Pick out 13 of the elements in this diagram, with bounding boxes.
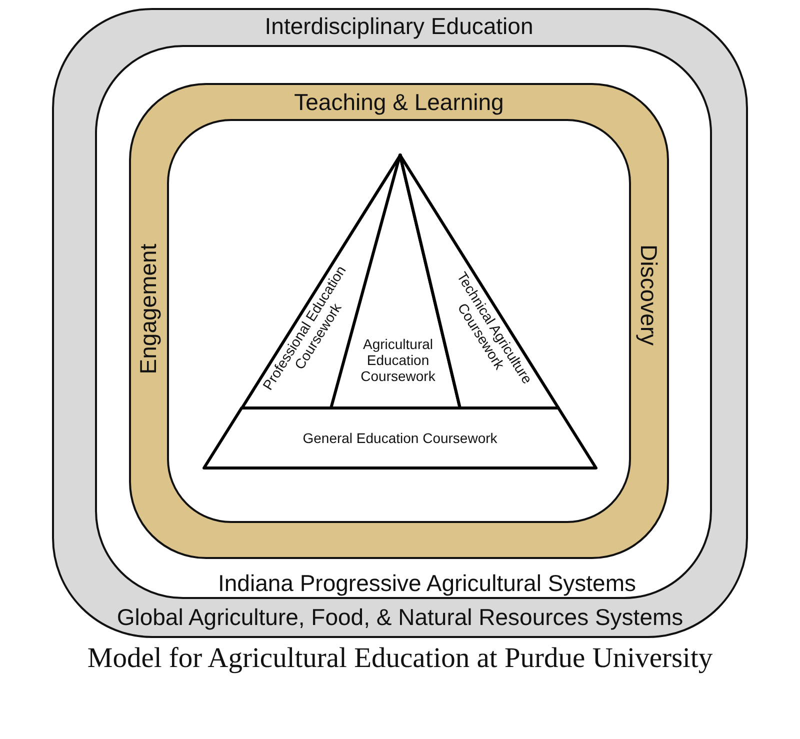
outer-ring-panel bbox=[52, 8, 748, 638]
middle-ring-panel bbox=[95, 45, 712, 599]
core-panel bbox=[167, 119, 631, 523]
caption: Model for Agricultural Education at Purdue University bbox=[86, 643, 714, 676]
band-label: Interdisciplinary Education bbox=[264, 12, 534, 40]
section-label: General Education Coursework bbox=[302, 430, 498, 446]
band-label: Engagement bbox=[134, 244, 162, 374]
section-label: Agricultural Education Coursework bbox=[360, 336, 436, 384]
band-label: Discovery bbox=[636, 244, 662, 346]
band-label: Indiana Progressive Agricultural Systems bbox=[218, 570, 636, 596]
band-label: Global Agriculture, Food, & Natural Resources Systems bbox=[116, 604, 684, 630]
inner-ring-panel bbox=[129, 83, 669, 559]
band-label: Teaching & Learning bbox=[294, 88, 504, 116]
